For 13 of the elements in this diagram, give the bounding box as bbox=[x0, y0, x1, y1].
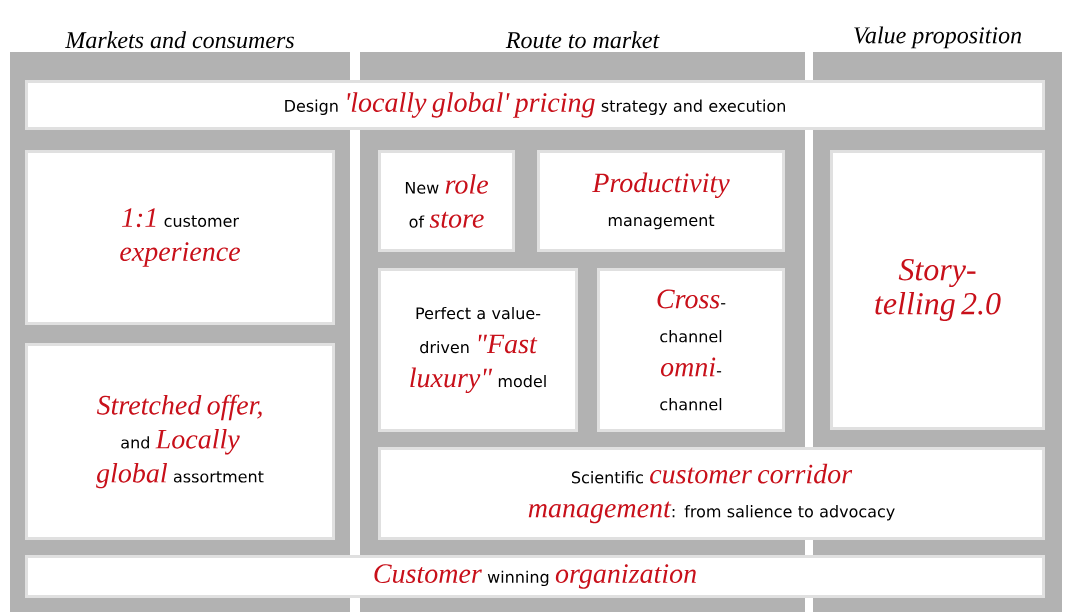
text-box: Perfect a value-driven "Fast luxury" model bbox=[378, 268, 578, 432]
text-box: Customer winning organization bbox=[25, 555, 1045, 598]
text-box: Stretched offer, and Locally global assortment bbox=[25, 343, 335, 540]
text-box: Cross-channel omni-channel bbox=[597, 268, 785, 432]
node-label: Markets and consumers bbox=[65, 31, 294, 49]
text-box: Story-telling 2.0 bbox=[830, 150, 1045, 430]
node-label: Value proposition bbox=[854, 26, 1022, 49]
text-box: Scientific customer corridor management: from salience to advocacy bbox=[378, 447, 1045, 540]
text-box: Design 'locally global' pricing strategy and execution bbox=[25, 80, 1045, 130]
text-box: New role of store bbox=[378, 150, 515, 252]
node-label: Route to market bbox=[505, 31, 660, 49]
text-box: Productivity management bbox=[537, 150, 785, 252]
text-box: 1:1 customer experience bbox=[25, 150, 335, 325]
